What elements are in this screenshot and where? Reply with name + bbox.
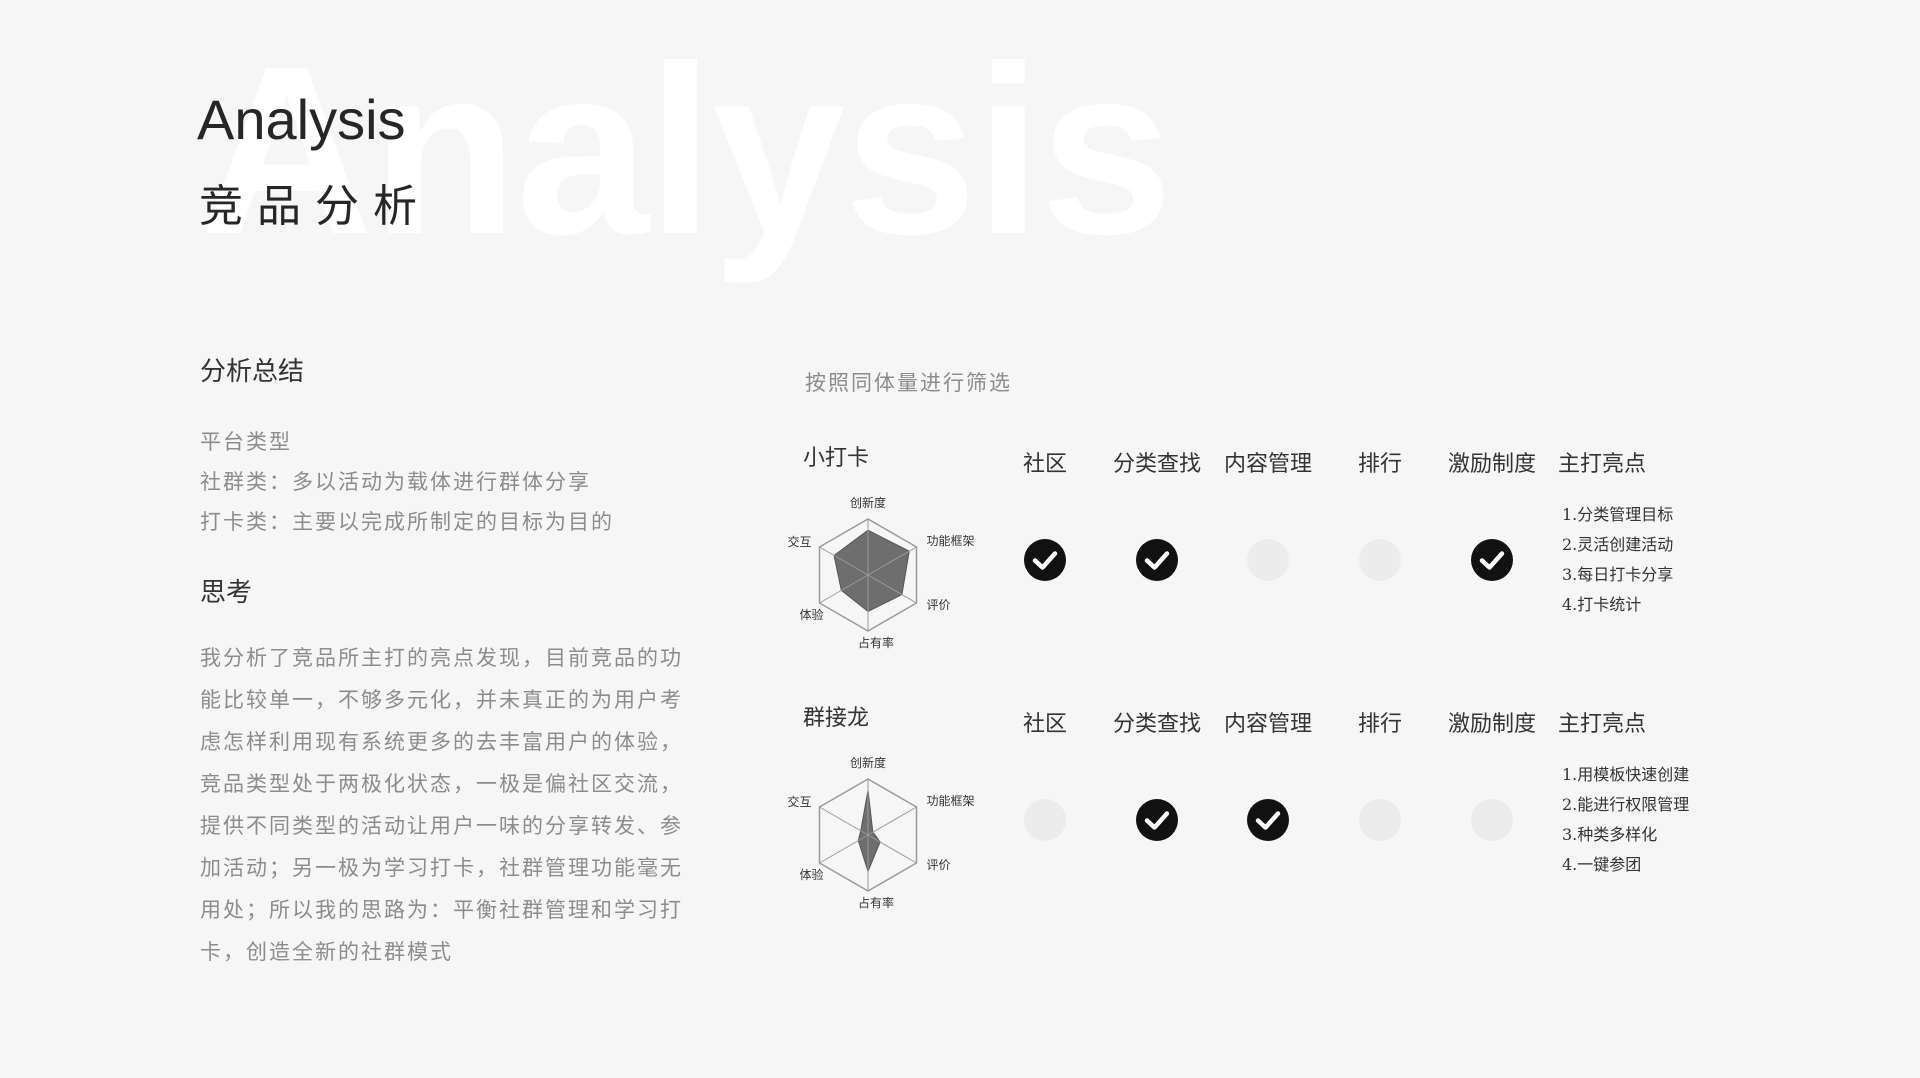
summary-line: 社群类：多以活动为载体进行群体分享 [200, 470, 591, 494]
radar-axis-line [867, 806, 917, 836]
empty-circle-icon [1471, 799, 1513, 841]
check-icon [1136, 799, 1178, 841]
radar-axis-label: 创新度 [850, 495, 886, 510]
radar-axis-label: 交互 [787, 794, 811, 809]
radar-axis-label: 评价 [926, 598, 950, 612]
radar-axis-line [867, 574, 917, 604]
empty-circle-icon [1024, 799, 1066, 841]
thinking-body: 我分析了竞品所主打的亮点发现，目前竞品的功能比较单一，不够多元化，并未真正的为用… [200, 646, 683, 964]
column-header: 主打亮点 [1558, 712, 1647, 737]
radar-axis-line [819, 574, 869, 604]
column-header: 激励制度 [1447, 712, 1537, 737]
app-name: 群接龙 [803, 706, 870, 731]
radar-axis-line [819, 546, 869, 576]
summary-text: 平台类型 社群类：多以活动为载体进行群体分享 打卡类：主要以完成所制定的目标为目… [200, 422, 614, 542]
highlight-item: 3.种类多样化 [1562, 825, 1658, 844]
highlights-list: 1.用模板快速创建 2.能进行权限管理 3.种类多样化 4.一键参团 [1562, 760, 1689, 880]
column-header: 分类查找 [1112, 452, 1202, 477]
radar-axis-line [867, 834, 917, 864]
app-name: 小打卡 [803, 446, 870, 471]
check-icon [1024, 539, 1066, 581]
radar-axis-line [819, 834, 869, 864]
column-header: 激励制度 [1447, 452, 1537, 477]
radar-axis-label: 交互 [787, 534, 811, 549]
background-watermark: Analysis [200, 16, 1173, 284]
check-icon [1247, 799, 1289, 841]
summary-line: 平台类型 [200, 430, 292, 454]
radar-axis-label: 评价 [926, 858, 950, 872]
column-header: 主打亮点 [1558, 452, 1647, 477]
summary-heading: 分析总结 [200, 357, 305, 387]
highlight-item: 4.打卡统计 [1562, 595, 1642, 614]
empty-circle-icon [1359, 799, 1401, 841]
highlight-item: 2.能进行权限管理 [1562, 795, 1690, 814]
highlights-list: 1.分类管理目标 2.灵活创建活动 3.每日打卡分享 4.打卡统计 [1562, 500, 1673, 620]
radar-axis-label: 功能框架 [926, 794, 974, 808]
highlight-item: 4.一键参团 [1562, 855, 1642, 874]
page-title-en: Analysis [197, 88, 406, 151]
highlight-item: 2.灵活创建活动 [1562, 535, 1674, 554]
radar-axis-label: 体验 [799, 867, 823, 882]
radar-axis-label: 占有率 [858, 635, 894, 650]
radar-axis-label: 体验 [799, 607, 823, 622]
radar-axis-label: 创新度 [850, 755, 886, 770]
radar-axis-line [867, 546, 917, 576]
summary-line: 打卡类：主要以完成所制定的目标为目的 [200, 510, 614, 534]
empty-circle-icon [1247, 539, 1289, 581]
column-header: 社区 [1022, 452, 1068, 477]
empty-circle-icon [1359, 539, 1401, 581]
column-header: 排行 [1357, 712, 1403, 737]
highlight-item: 1.用模板快速创建 [1562, 765, 1690, 784]
check-icon [1136, 539, 1178, 581]
column-header: 分类查找 [1112, 712, 1202, 737]
thinking-heading: 思考 [200, 578, 253, 608]
column-header: 排行 [1357, 452, 1403, 477]
check-icon [1471, 539, 1513, 581]
highlight-item: 1.分类管理目标 [1562, 505, 1674, 524]
radar-area [833, 529, 910, 612]
column-header: 社区 [1022, 712, 1068, 737]
radar-axis-label: 功能框架 [926, 534, 974, 548]
column-header: 内容管理 [1223, 452, 1313, 477]
radar-axis-line [819, 806, 869, 836]
page-title-zh: 竞品分析 [199, 181, 431, 232]
column-header: 内容管理 [1223, 712, 1313, 737]
radar-axis-label: 占有率 [858, 895, 894, 910]
highlight-item: 3.每日打卡分享 [1562, 565, 1674, 584]
filter-note: 按照同体量进行筛选 [805, 371, 1012, 395]
